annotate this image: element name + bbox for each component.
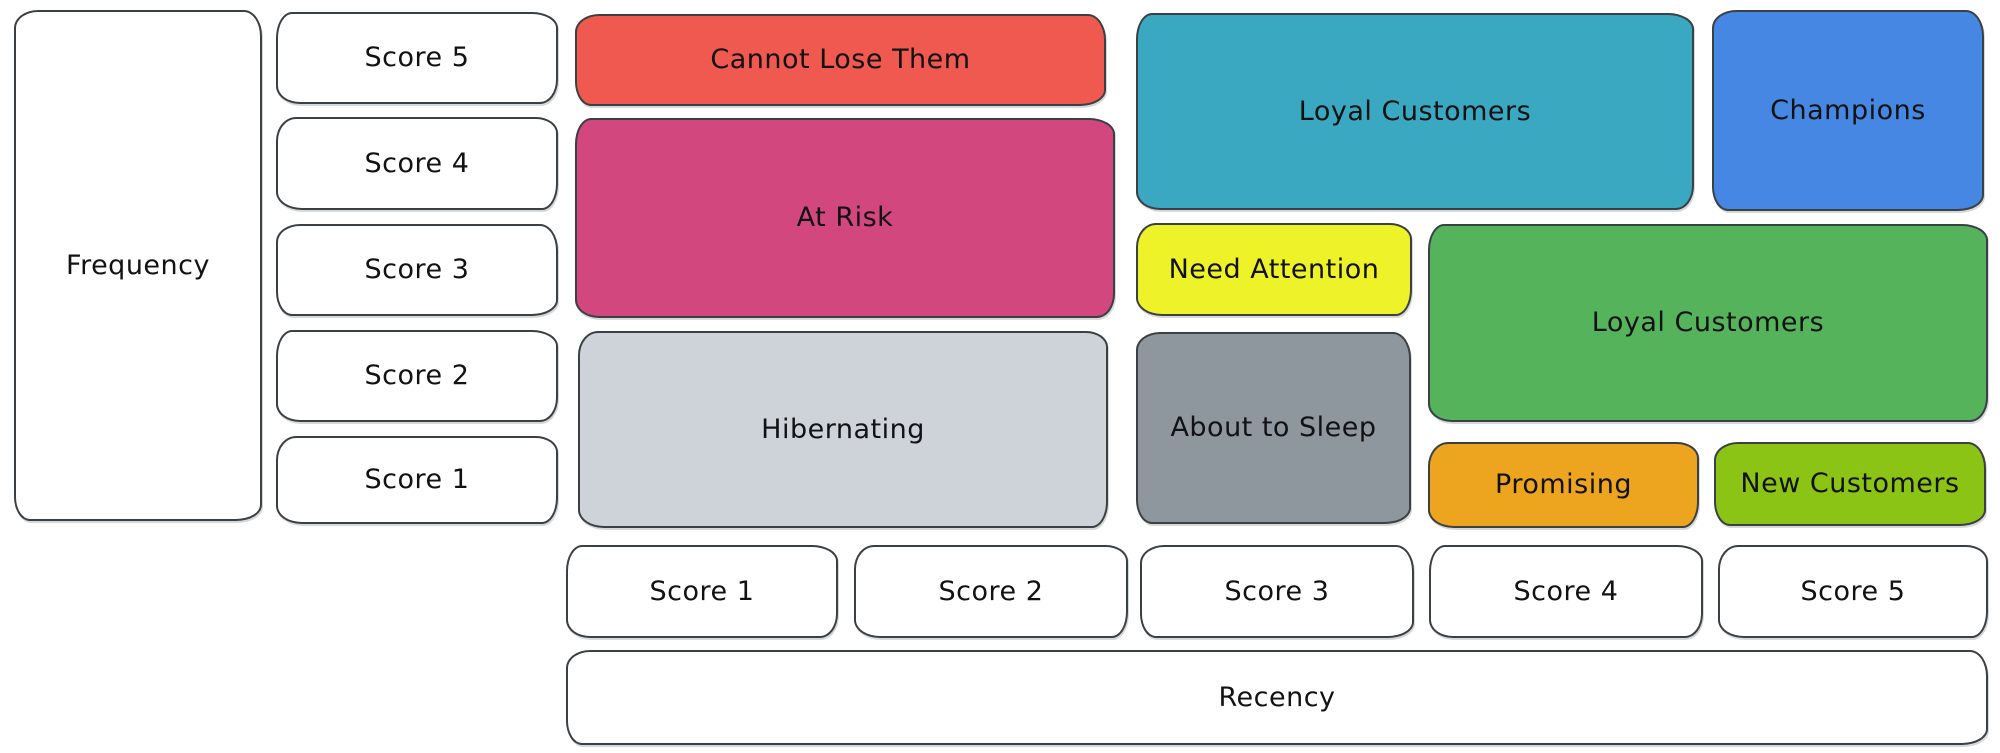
recency-score-2: Score 2 bbox=[854, 545, 1128, 638]
recency-score-5: Score 5 bbox=[1718, 545, 1988, 638]
segment-need-attention: Need Attention bbox=[1136, 223, 1412, 316]
segment-new-customers: New Customers bbox=[1714, 442, 1986, 526]
frequency-score-3: Score 3 bbox=[276, 224, 558, 316]
segment-loyal-customers-green: Loyal Customers bbox=[1428, 224, 1988, 422]
recency-score-4: Score 4 bbox=[1429, 545, 1703, 638]
segment-champions: Champions bbox=[1712, 10, 1984, 211]
frequency-score-4: Score 4 bbox=[276, 117, 558, 210]
frequency-score-5: Score 5 bbox=[276, 12, 558, 104]
segment-cannot-lose-them: Cannot Lose Them bbox=[575, 14, 1106, 106]
recency-axis-label: Recency bbox=[566, 650, 1988, 745]
segment-at-risk: At Risk bbox=[575, 118, 1115, 318]
segment-promising: Promising bbox=[1428, 442, 1699, 528]
frequency-axis-label: Frequency bbox=[14, 10, 262, 521]
recency-score-1: Score 1 bbox=[566, 545, 838, 638]
segment-about-to-sleep: About to Sleep bbox=[1136, 332, 1411, 524]
recency-score-3: Score 3 bbox=[1140, 545, 1414, 638]
frequency-score-1: Score 1 bbox=[276, 436, 558, 524]
segment-loyal-customers-teal: Loyal Customers bbox=[1136, 13, 1694, 210]
frequency-score-2: Score 2 bbox=[276, 330, 558, 422]
segment-hibernating: Hibernating bbox=[578, 331, 1108, 528]
